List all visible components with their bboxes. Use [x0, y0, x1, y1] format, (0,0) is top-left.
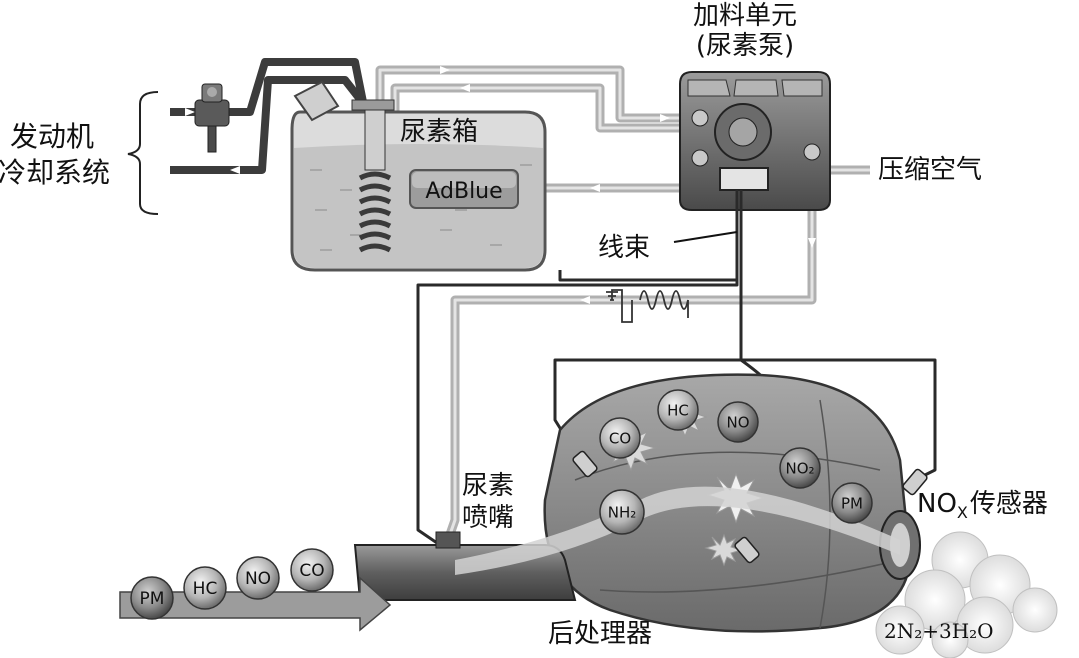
molecule-3-label: NO₂ [785, 459, 814, 477]
nox-suffix: 传感器 [970, 489, 1048, 519]
sensor-probe-2 [734, 536, 760, 564]
nox-subscript: X [957, 503, 968, 522]
molecule-1-label: HC [667, 401, 689, 419]
molecule-4: NH₂ [599, 489, 645, 535]
input-ball-hc: HC [183, 566, 227, 610]
exhaust-inlet-pipe [119, 486, 900, 632]
molecule-0: CO [599, 417, 641, 459]
nozzle-label-line2: 喷嘴 [462, 503, 514, 533]
molecule-0-circle [599, 417, 641, 459]
molecule-3: NO₂ [779, 447, 821, 489]
molecule-2-label: NO [726, 413, 749, 431]
input-ball-no-label: NO [245, 569, 271, 589]
molecule-4-label: NH₂ [608, 503, 637, 521]
urea-tank-label: 尿素箱 [400, 117, 478, 147]
nox-prefix: NO [917, 489, 957, 519]
molecule-4-circle [599, 489, 645, 535]
molecule-2-circle [717, 401, 759, 443]
sensor-probe-3 [902, 468, 928, 496]
dosing-unit-label-line2: (尿素泵) [696, 31, 794, 61]
input-ball-co-circle [290, 548, 334, 592]
molecule-5-circle [831, 482, 873, 524]
coolant-valve-icon [194, 83, 230, 153]
heater-coil [606, 289, 689, 323]
urea-nozzle-icon [435, 531, 461, 549]
pump-connector [719, 167, 769, 191]
cooling-bracket [127, 91, 159, 215]
exhaust-output-label: 2N₂+3H₂O [884, 619, 994, 643]
flow-arrows [440, 66, 816, 304]
compressed-air-label: 压缩空气 [878, 155, 982, 185]
molecule-1: HC [657, 389, 699, 431]
molecule-5-label: PM [841, 494, 863, 512]
input-ball-hc-circle [183, 566, 227, 610]
input-ball-hc-label: HC [193, 579, 218, 599]
sensor-probe-1 [572, 450, 598, 478]
molecule-0-label: CO [609, 429, 631, 447]
input-ball-co-label: CO [299, 561, 324, 581]
coolant-arrows [185, 108, 240, 174]
catalyst-molecules: CO HC NO NO₂ NH₂ PM [599, 389, 873, 535]
exhaust-input-balls: PM HC NO CO [130, 548, 334, 620]
input-ball-pm-label: PM [140, 589, 165, 609]
input-ball-no-circle [236, 556, 280, 600]
molecule-5: PM [831, 482, 873, 524]
molecule-3-circle [779, 447, 821, 489]
aftertreatment-label: 后处理器 [548, 619, 652, 649]
input-ball-pm: PM [130, 576, 174, 620]
dosing-unit-label-line1: 加料单元 [693, 1, 797, 31]
cooling-system-label-line1: 发动机 [10, 120, 94, 153]
molecule-1-circle [657, 389, 699, 431]
input-ball-co: CO [290, 548, 334, 592]
harness-label: 线束 [598, 233, 650, 263]
adblue-label: AdBlue [425, 179, 502, 204]
input-ball-no: NO [236, 556, 280, 600]
harness-leader-line [673, 231, 738, 243]
nozzle-label-line1: 尿素 [462, 471, 514, 501]
dosing-pump [679, 71, 831, 211]
input-ball-pm-circle [130, 576, 174, 620]
molecule-2: NO [717, 401, 759, 443]
cooling-system-label-line2: 冷却系统 [0, 156, 110, 189]
output-cloud [875, 531, 1058, 658]
urea-tank [290, 80, 547, 272]
nox-sensor-label: NOX传感器 [917, 489, 1048, 522]
